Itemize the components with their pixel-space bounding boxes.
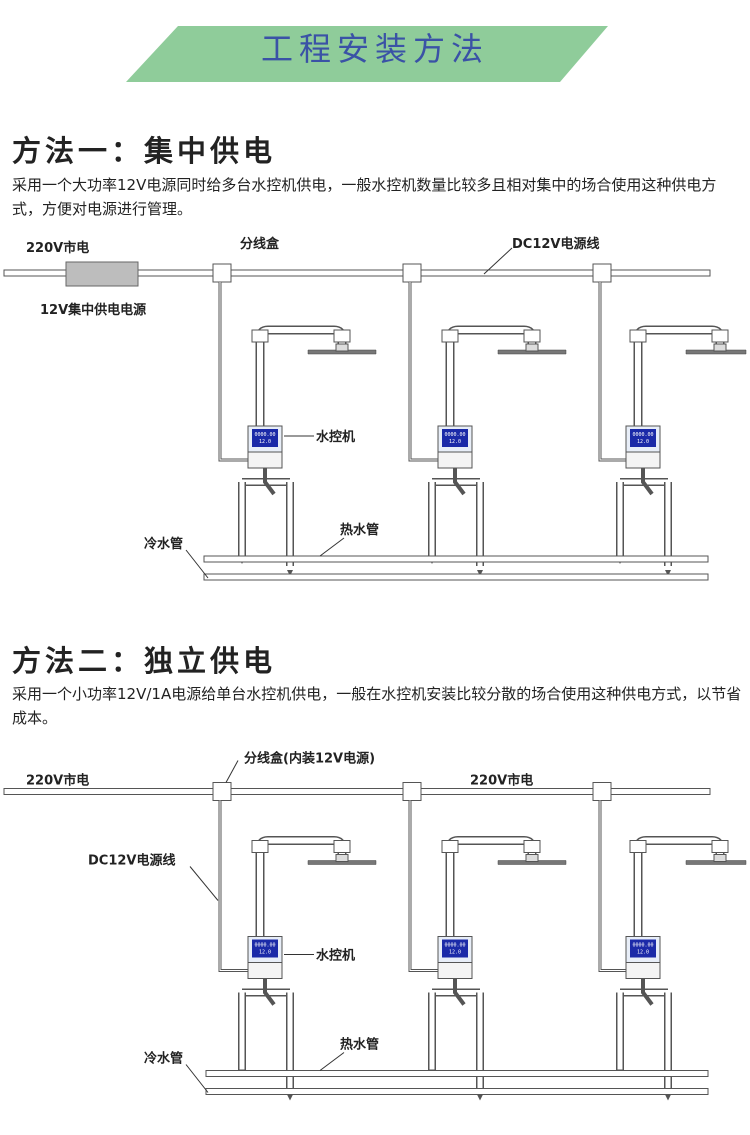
cold-water-pipe xyxy=(203,573,709,581)
title-banner xyxy=(126,26,608,82)
junction-box xyxy=(592,782,612,801)
shower-unit: 0000.00 12.0 xyxy=(238,836,377,1101)
method1-title: 方法一：集中供电 xyxy=(12,134,277,168)
power-drop xyxy=(408,800,442,972)
psu-label: 12V集中供电电源 xyxy=(40,302,146,318)
junction-label: 分线盒(内装12V电源) xyxy=(244,751,375,767)
shower-unit: 0000.00 12.0 xyxy=(616,836,747,1101)
mains-label: 220V市电 xyxy=(26,240,89,256)
svg-text:12.0: 12.0 xyxy=(449,950,461,956)
svg-text:0000.00: 0000.00 xyxy=(444,432,465,438)
power-drop xyxy=(218,282,252,462)
page-title: 工程安装方法 xyxy=(260,30,489,68)
controller-screen xyxy=(630,429,656,447)
controller-label: 水控机 xyxy=(316,948,355,964)
junction-box xyxy=(402,782,422,801)
psu-box xyxy=(65,261,139,287)
controller-label: 水控机 xyxy=(316,429,355,445)
junction-box xyxy=(212,263,232,283)
hot-water-pipe xyxy=(203,555,709,563)
mains-right-label: 220V市电 xyxy=(470,773,533,789)
junction-box xyxy=(212,782,232,801)
hot-water-pipe xyxy=(205,1070,709,1077)
method2-description: 采用一个小功率12V/1A电源给单台水控机供电，一般在水控机安装比较分散的场合使… xyxy=(12,685,742,727)
svg-text:12.0: 12.0 xyxy=(449,439,461,445)
junction-box xyxy=(592,263,612,283)
svg-text:0000.00: 0000.00 xyxy=(632,432,653,438)
controller-screen xyxy=(442,939,468,958)
svg-text:0000.00: 0000.00 xyxy=(254,432,275,438)
method2-title: 方法二：独立供电 xyxy=(12,644,277,678)
svg-text:12.0: 12.0 xyxy=(637,439,649,445)
power-drop xyxy=(218,800,252,972)
svg-text:12.0: 12.0 xyxy=(259,439,271,445)
method2-wiring xyxy=(3,782,711,972)
mains-line xyxy=(3,269,711,277)
cold-water-pipe xyxy=(205,1088,709,1095)
power-line-label: DC12V电源线 xyxy=(88,853,175,869)
controller-screen xyxy=(442,429,468,447)
svg-text:12.0: 12.0 xyxy=(259,950,271,956)
shower-unit: 0000.00 12.0 xyxy=(428,836,567,1101)
hot-pipe-label: 热水管 xyxy=(340,1037,379,1053)
svg-text:0000.00: 0000.00 xyxy=(444,943,465,949)
cold-pipe-label: 冷水管 xyxy=(144,1051,183,1067)
controller-screen xyxy=(630,939,656,958)
svg-text:0000.00: 0000.00 xyxy=(254,943,275,949)
banner-parallelogram xyxy=(126,26,608,82)
method1-description: 采用一个大功率12V电源同时给多台水控机供电，一般水控机数量比较多且相对集中的场… xyxy=(12,176,717,218)
svg-text:12.0: 12.0 xyxy=(637,950,649,956)
svg-text:0000.00: 0000.00 xyxy=(632,943,653,949)
method1-wiring xyxy=(3,261,711,462)
shower-unit: 0000.00 12.0 xyxy=(616,325,747,576)
shower-unit: 0000.00 12.0 xyxy=(428,325,567,576)
controller-screen xyxy=(252,939,278,958)
power-drop xyxy=(408,282,442,462)
method2-diagram: 0000.00 12.0 0000.00 12.0 xyxy=(3,751,747,1101)
cold-pipe-label: 冷水管 xyxy=(144,536,183,552)
shower-unit: 0000.00 12.0 xyxy=(238,325,377,576)
method1-diagram: 0000.00 12.0 0000.00 12.0 xyxy=(3,236,747,581)
hot-pipe-label: 热水管 xyxy=(340,522,379,538)
junction-box xyxy=(402,263,422,283)
mains-left-label: 220V市电 xyxy=(26,773,89,789)
junction-label: 分线盒 xyxy=(240,236,280,252)
power-line-label: DC12V电源线 xyxy=(512,236,599,252)
controller-screen xyxy=(252,429,278,447)
mains-line xyxy=(3,788,711,795)
